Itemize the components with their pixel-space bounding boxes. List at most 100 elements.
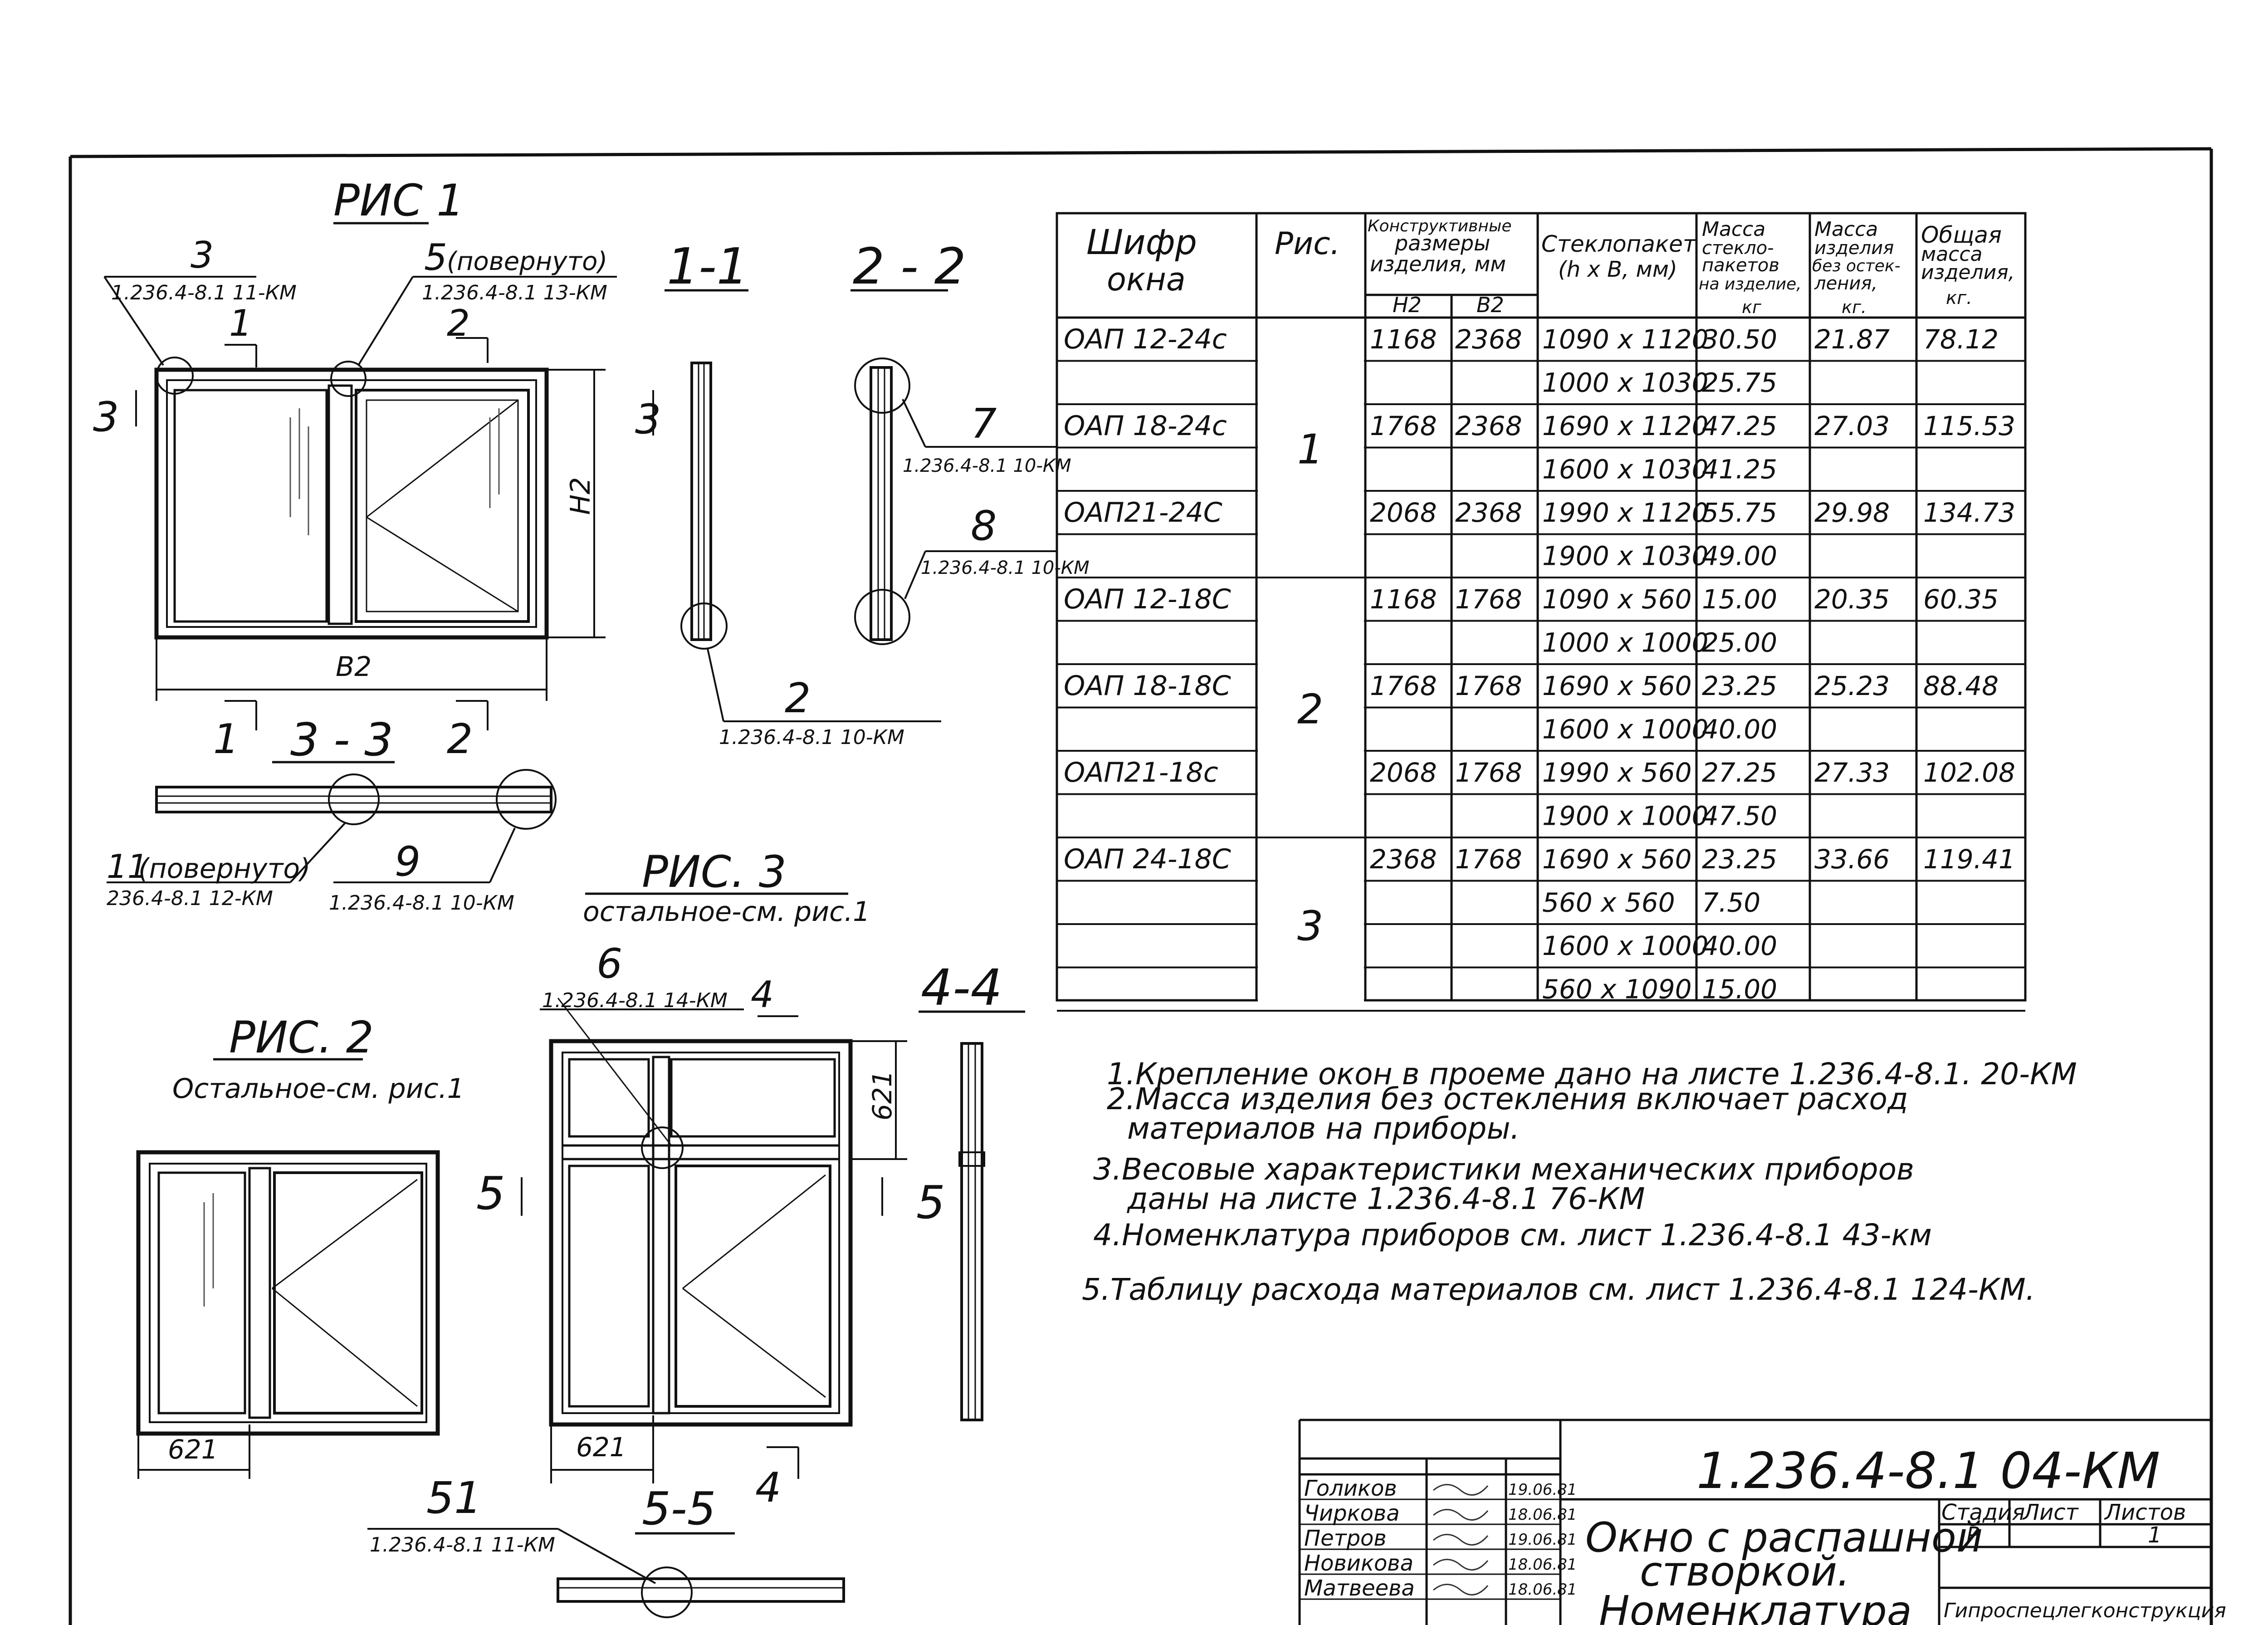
table-cell-mt: 119.41 bbox=[1923, 844, 2015, 875]
hdr-mg-4: на изделие, bbox=[1699, 275, 1802, 294]
cut-mark-1-top: 1 bbox=[229, 302, 252, 344]
fig2-note: Остальное-см. рис.1 bbox=[172, 1073, 464, 1105]
table-cell-mn: 21.87 bbox=[1814, 324, 1890, 355]
table-cell-glass: 1690 x 560 bbox=[1542, 844, 1692, 875]
callout-11-num: 11 bbox=[107, 847, 148, 886]
table-cell-h2: 2368 bbox=[1370, 844, 1437, 875]
title-line-3: Номенклатура bbox=[1599, 1587, 1912, 1625]
detail-circle-6 bbox=[641, 1126, 684, 1169]
section-1-1: 1-1 2 1.236.4-8.1 10-КМ bbox=[665, 237, 941, 749]
b2-label: B2 bbox=[336, 651, 371, 683]
fig1-title: РИС 1 bbox=[333, 175, 464, 226]
signatory-date: 19.06.81 bbox=[1508, 1531, 1577, 1549]
table-cell-glass: 1600 x 1000 bbox=[1542, 930, 1708, 961]
callout-5-suffix: (повернуто) bbox=[447, 247, 607, 276]
table-cell-glass: 1690 x 560 bbox=[1542, 671, 1692, 701]
callout-9-num: 9 bbox=[395, 838, 420, 886]
section-3-3: 3 - 3 11 (повернуто) 236.4-8.1 12-КМ 9 1… bbox=[107, 713, 557, 915]
figure-1: РИС 1 B2 H2 3 1.236.4- bbox=[93, 175, 661, 763]
title-line-1: Окно с распашной bbox=[1585, 1514, 1983, 1561]
table-cell-glass: 1990 x 1120 bbox=[1542, 497, 1708, 528]
table-cell-mt: 102.08 bbox=[1923, 757, 2015, 788]
hdr-code-1: Шифр bbox=[1086, 222, 1197, 262]
title-block-people-lines bbox=[1300, 1498, 1560, 1600]
detail-circle-3 bbox=[156, 357, 194, 395]
callout-11-suffix: (повернуто) bbox=[138, 853, 311, 885]
table-cell-fig: 1 bbox=[1297, 426, 1323, 474]
callout-9-ref: 1.236.4-8.1 10-КМ bbox=[329, 891, 514, 915]
signature-scribble bbox=[1433, 1484, 1489, 1496]
sheet-frame bbox=[68, 147, 2213, 1625]
sheet-label: Лист bbox=[2022, 1500, 2079, 1525]
table-cell-b2: 2368 bbox=[1455, 411, 1522, 441]
product-table: Шифр окна Рис. Конструктивные размеры из… bbox=[1056, 212, 2027, 1012]
callout-7-ref: 1.236.4-8.1 10-КМ bbox=[903, 455, 1071, 476]
hdr-mt-3: изделия, bbox=[1921, 261, 2015, 284]
cut-mark-2-top: 2 bbox=[447, 302, 470, 344]
stage-label: Стадия bbox=[1941, 1500, 2025, 1525]
cut-mark-3-right: 3 bbox=[635, 396, 661, 443]
fig2-window bbox=[136, 1150, 440, 1436]
table-cell-h2: 2068 bbox=[1370, 497, 1437, 528]
section-2-2-title: 2 - 2 bbox=[853, 237, 966, 295]
title-line-2: створкой. bbox=[1640, 1548, 1850, 1596]
hdr-b2: B2 bbox=[1476, 293, 1504, 317]
fig1-window bbox=[154, 367, 549, 640]
figure-2: РИС. 2 Остальное-см. рис.1 621 bbox=[136, 1012, 464, 1479]
signature-scribble bbox=[1433, 1534, 1489, 1546]
table-cell-h2: 1768 bbox=[1370, 671, 1437, 701]
signatory-name: Новикова bbox=[1304, 1551, 1413, 1576]
section-1-1-title: 1-1 bbox=[667, 237, 748, 295]
table-cell-h2: 1168 bbox=[1370, 324, 1437, 355]
table-cell-glass: 1900 x 1030 bbox=[1542, 541, 1708, 572]
table-cell-mg: 15.00 bbox=[1702, 974, 1777, 1005]
table-cell-mg: 30.50 bbox=[1702, 324, 1777, 355]
detail-circle-7 bbox=[854, 357, 910, 414]
hdr-h2: H2 bbox=[1393, 293, 1422, 317]
hdr-mn-4: ления, bbox=[1814, 273, 1877, 294]
section-5-5: 51 1.236.4-8.1 11-КМ 5-5 bbox=[367, 1473, 845, 1618]
hdr-mg-2: стекло- bbox=[1702, 238, 1774, 259]
detail-circle-11 bbox=[328, 773, 380, 825]
table-cell-mg: 23.25 bbox=[1702, 671, 1777, 701]
signatory-name: Голиков bbox=[1304, 1476, 1397, 1501]
callout-2-ref: 1.236.4-8.1 10-КМ bbox=[719, 726, 904, 749]
table-cell-code: ОАП 12-24с bbox=[1064, 323, 1227, 355]
signatory-name: Чиркова bbox=[1304, 1501, 1400, 1526]
table-cell-mg: 27.25 bbox=[1702, 757, 1777, 788]
fig3-window bbox=[549, 998, 853, 1427]
table-cell-mn: 25.23 bbox=[1814, 671, 1890, 701]
doc-code: 1.236.4-8.1 04-КМ bbox=[1696, 1442, 2160, 1500]
hdr-mn-5: кг. bbox=[1842, 297, 1867, 317]
table-cell-mg: 23.25 bbox=[1702, 844, 1777, 875]
cut-mark-3-left: 3 bbox=[93, 393, 119, 441]
hdr-dims-1: Конструктивные bbox=[1368, 217, 1511, 235]
fig3-cut-4-top: 4 bbox=[751, 974, 774, 1016]
title-block-grid bbox=[1298, 1419, 2211, 1625]
table-cell-mg: 15.00 bbox=[1702, 584, 1777, 615]
detail-circle-2 bbox=[680, 602, 728, 650]
table-cell-mg: 47.25 bbox=[1702, 411, 1777, 441]
table-cell-glass: 560 x 560 bbox=[1542, 887, 1675, 918]
note-line: 5.Таблицу расхода материалов см. лист 1.… bbox=[1082, 1272, 2035, 1307]
table-cell-b2: 1768 bbox=[1455, 671, 1522, 701]
detail-circle-51 bbox=[641, 1566, 693, 1618]
callout-8-ref: 1.236.4-8.1 10-КМ bbox=[921, 558, 1090, 578]
table-cell-glass: 560 x 1090 bbox=[1542, 974, 1692, 1005]
table-cell-code: ОАП 18-24с bbox=[1064, 410, 1227, 442]
table-cell-fig: 3 bbox=[1297, 902, 1323, 950]
section-3-3-title: 3 - 3 bbox=[290, 713, 393, 766]
table-row-lines bbox=[1057, 319, 2025, 1012]
hdr-mn-2: изделия bbox=[1814, 238, 1894, 259]
fig2-title: РИС. 2 bbox=[229, 1012, 374, 1063]
table-cell-code: ОАП 24-18С bbox=[1064, 843, 1231, 875]
table-cell-glass: 1090 x 1120 bbox=[1542, 324, 1708, 355]
table-cell-mg: 25.00 bbox=[1702, 627, 1777, 658]
table-cell-glass: 1600 x 1000 bbox=[1542, 714, 1708, 745]
note-line: даны на листе 1.236.4-8.1 76-КМ bbox=[1127, 1181, 1645, 1216]
sheets-value: 1 bbox=[2148, 1522, 2162, 1548]
section-4-4: 4-4 bbox=[919, 959, 1025, 1421]
